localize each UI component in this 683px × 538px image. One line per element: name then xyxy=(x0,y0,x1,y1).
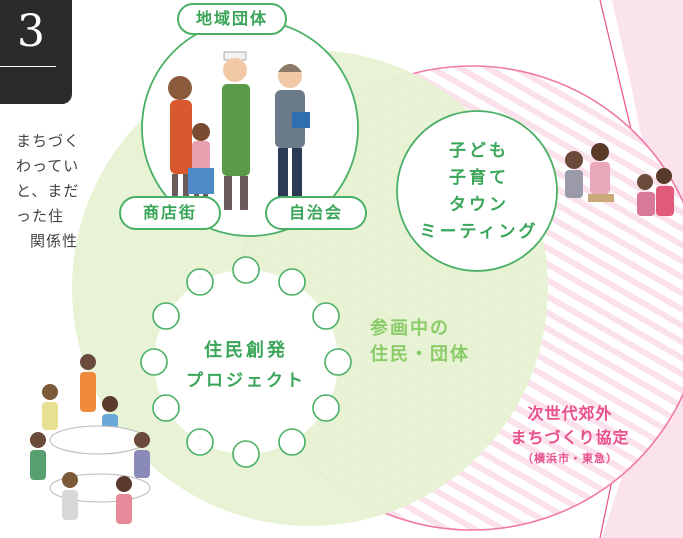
body-text: まちづく わってい と、まだ った住 関係性 xyxy=(0,129,82,254)
resident-project-line: 住民創発 xyxy=(204,340,288,361)
kids-meeting-line: ミーティング xyxy=(419,222,539,242)
participants-line: 参画中の xyxy=(370,318,450,339)
resident-project-ring xyxy=(140,256,352,468)
body-text-line: わってい xyxy=(16,157,80,175)
body-text-line: まちづく xyxy=(16,132,81,150)
agreement-line: 次世代郊外 xyxy=(527,404,613,423)
shopping-street-label: 商店街 xyxy=(119,196,221,230)
body-text-line: と、まだ xyxy=(16,182,80,200)
resident-project-line: プロジェクト xyxy=(186,371,306,391)
kids-meeting-line: 子ども xyxy=(449,141,509,161)
kids-meeting-title: 子ども 子育て タウン ミーティング xyxy=(405,138,553,246)
kids-meeting-circle xyxy=(396,110,558,272)
meeting-people-illustration xyxy=(565,143,674,216)
section-number-badge xyxy=(0,0,72,104)
workshop-people-illustration xyxy=(30,354,151,524)
kids-meeting-line: タウン xyxy=(449,195,509,215)
participants-line: 住民・団体 xyxy=(370,344,470,365)
kids-meeting-line: 子育て xyxy=(449,168,509,188)
resident-project-title: 住民創発 プロジェクト xyxy=(166,336,326,396)
body-text-line: 関係性 xyxy=(30,232,79,250)
participants-label: 参画中の 住民・団体 xyxy=(370,316,490,368)
group-people-illustration xyxy=(168,51,310,214)
agreement-label: 次世代郊外 まちづくり協定 （横浜市・東急） xyxy=(500,402,640,468)
agreement-line: まちづくり協定 xyxy=(510,428,630,447)
agreement-note: （横浜市・東急） xyxy=(522,452,618,465)
body-text-line: った住 xyxy=(16,207,65,225)
section-number: 3 xyxy=(17,6,45,57)
badge-underline xyxy=(0,66,56,67)
local-groups-label: 地域団体 xyxy=(177,3,287,35)
residents-association-label: 自治会 xyxy=(265,196,367,230)
